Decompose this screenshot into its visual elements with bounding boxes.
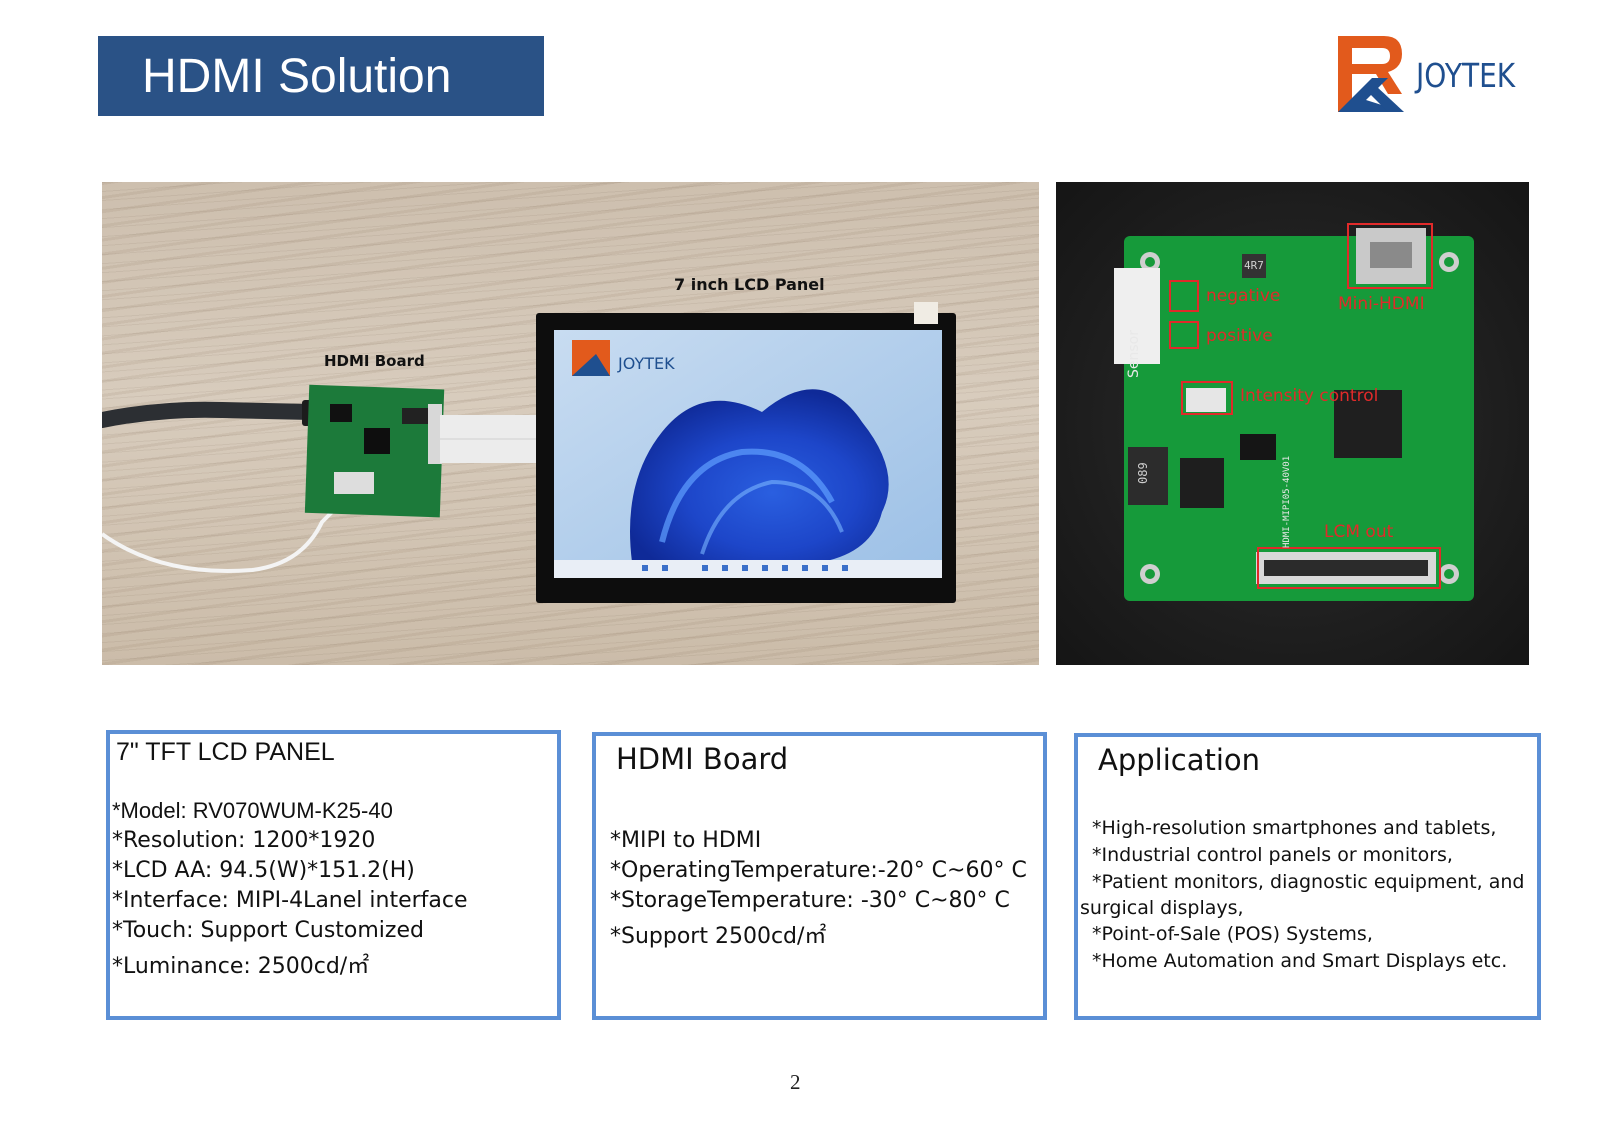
spec-line: *Resolution: 1200*1920 <box>112 828 376 853</box>
lcd-panel-spec-title: 7" TFT LCD PANEL <box>116 738 335 766</box>
page-title-text: HDMI Solution <box>142 49 452 103</box>
application-line: *Patient monitors, diagnostic equipment,… <box>1092 871 1525 893</box>
spec-line: *LCD AA: 94.5(W)*151.2(H) <box>112 858 415 883</box>
spec-line: *Support 2500cd/㎡ <box>610 924 827 949</box>
spec-line: *Interface: MIPI-4Lanel interface <box>112 888 468 913</box>
spec-line: *Model: RV070WUM-K25-40 <box>112 798 393 823</box>
hdmi-board-caption: HDMI Board <box>324 352 425 370</box>
brand-name: JOYTEK <box>1416 56 1516 95</box>
spec-line: *MIPI to HDMI <box>610 828 762 853</box>
page-title: HDMI Solution <box>98 36 544 116</box>
spec-line: *StorageTemperature: -30° C~80° C <box>610 888 1010 913</box>
page-number: 2 <box>790 1070 801 1094</box>
pcb-illustration <box>1114 223 1474 601</box>
label-negative: negative <box>1206 286 1281 306</box>
label-positive: positive <box>1206 326 1273 346</box>
label-intensity-control: Intensity control <box>1240 386 1379 406</box>
application-line: *Home Automation and Smart Displays etc. <box>1092 950 1508 972</box>
lcd-panel-caption: 7 inch LCD Panel <box>674 275 825 294</box>
lcd-panel-illustration <box>102 302 956 603</box>
hdmi-board-spec-title: HDMI Board <box>616 742 789 776</box>
silkscreen-inductor-4r7: 4R7 <box>1244 259 1264 272</box>
lcd-panel-spec-box: 7" TFT LCD PANEL *Model: RV070WUM-K25-40… <box>106 730 561 1020</box>
joytek-logo-icon <box>1336 34 1404 112</box>
spec-line: *Luminance: 2500cd/㎡ <box>112 954 370 979</box>
spec-line: *Touch: Support Customized <box>112 918 424 943</box>
application-line: *Point-of-Sale (POS) Systems, <box>1092 923 1373 945</box>
hdmi-board-photo: negative positive Mini-HDMI Intensity co… <box>1056 182 1529 665</box>
application-title: Application <box>1098 743 1261 777</box>
silkscreen-board-model: HDMI-MIPI05-40V01 <box>1282 455 1292 548</box>
application-line: *High-resolution smartphones and tablets… <box>1092 817 1497 839</box>
spec-line: *OperatingTemperature:-20° C~60° C <box>610 858 1027 883</box>
application-line: surgical displays, <box>1080 897 1244 919</box>
label-lcm-out: LCM out <box>1324 522 1394 542</box>
screen-brand-text: JOYTEK <box>618 354 675 373</box>
silkscreen-inductor-089: 089 <box>1136 462 1150 484</box>
hdmi-board-spec-box: HDMI Board *MIPI to HDMI *OperatingTempe… <box>592 732 1047 1020</box>
label-mini-hdmi: Mini-HDMI <box>1338 294 1425 314</box>
silkscreen-sensor: Sensor <box>1126 330 1142 378</box>
application-box: Application *High-resolution smartphones… <box>1074 733 1541 1020</box>
application-line: *Industrial control panels or monitors, <box>1092 844 1453 866</box>
lcd-panel-photo: 7 inch LCD Panel HDMI Board JOYTEK <box>102 182 1039 665</box>
